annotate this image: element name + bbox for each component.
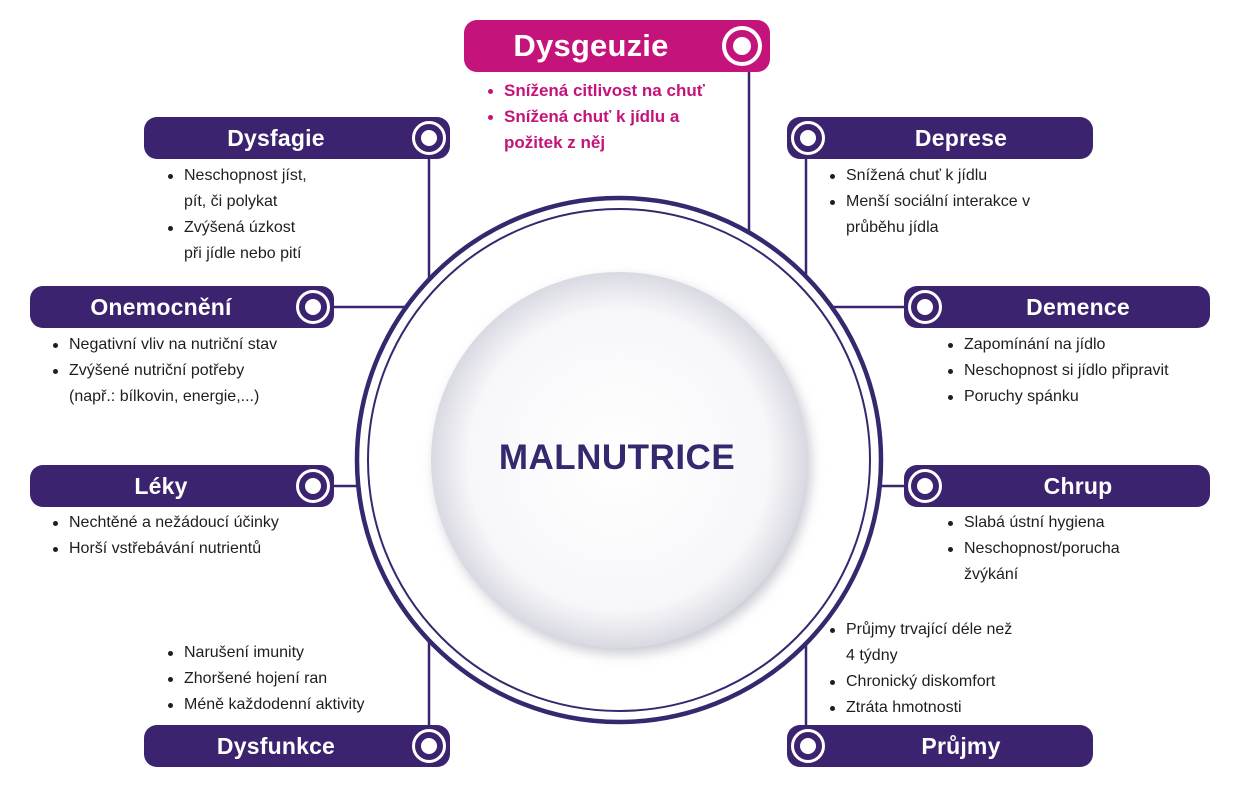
list-item: Horší vstřebávání nutrientů [53, 536, 353, 562]
list-item: Ztráta hmotnosti [830, 695, 1090, 721]
list-item: Neschopnost/porucha žvýkání [948, 536, 1218, 588]
list-item: Slabá ústní hygiena [948, 510, 1218, 536]
target-icon [296, 469, 330, 503]
node-title: Dysfagie [227, 124, 325, 151]
node-demence-list: Zapomínání na jídlo Neschopnost si jídlo… [948, 332, 1233, 410]
node-deprese[interactable]: Deprese [787, 117, 1093, 159]
node-leky-list: Nechtěné a nežádoucí účinky Horší vstřeb… [53, 510, 353, 562]
list-item: Neschopnost jíst, pít, či polykat [168, 163, 368, 215]
target-icon [412, 121, 446, 155]
list-item: Nechtěné a nežádoucí účinky [53, 510, 353, 536]
list-item: Snížená citlivost na chuť [488, 78, 748, 104]
node-chrup-list: Slabá ústní hygiena Neschopnost/porucha … [948, 510, 1218, 588]
list-item: Narušení imunity [168, 640, 408, 666]
node-title: Onemocnění [90, 293, 232, 320]
list-item: Poruchy spánku [948, 384, 1233, 410]
node-chrup[interactable]: Chrup [904, 465, 1210, 507]
target-icon [791, 121, 825, 155]
target-icon [296, 290, 330, 324]
node-dysfunkce[interactable]: Dysfunkce [144, 725, 450, 767]
node-title: Demence [1026, 293, 1130, 320]
target-icon [908, 469, 942, 503]
list-item: Menší sociální interakce v průběhu jídla [830, 189, 1090, 241]
list-item: Zvýšená úzkost při jídle nebo pití [168, 215, 368, 267]
list-item: Snížená chuť k jídlu [830, 163, 1090, 189]
node-deprese-list: Snížená chuť k jídlu Menší sociální inte… [830, 163, 1090, 241]
node-dysfagie-list: Neschopnost jíst, pít, či polykat Zvýšen… [168, 163, 368, 267]
node-demence[interactable]: Demence [904, 286, 1210, 328]
node-prujmy[interactable]: Průjmy [787, 725, 1093, 767]
list-item: Zapomínání na jídlo [948, 332, 1233, 358]
list-item: Neschopnost si jídlo připravit [948, 358, 1233, 384]
node-title: Průjmy [921, 732, 1001, 759]
list-item: Zvýšené nutriční potřeby (např.: bílkovi… [53, 358, 353, 410]
target-icon [722, 26, 762, 66]
node-dysfagie[interactable]: Dysfagie [144, 117, 450, 159]
inner-disc [431, 272, 807, 648]
target-icon [908, 290, 942, 324]
list-item: Negativní vliv na nutriční stav [53, 332, 353, 358]
node-prujmy-list: Průjmy trvající déle než 4 týdny Chronic… [830, 617, 1090, 721]
node-dysgeuzie-list: Snížená citlivost na chuť Snížená chuť k… [488, 78, 748, 156]
list-item: Snížená chuť k jídlu a požitek z něj [488, 104, 748, 156]
list-item: Zhoršené hojení ran [168, 666, 408, 692]
list-item: Méně každodenní aktivity [168, 692, 408, 718]
node-dysfunkce-list: Narušení imunity Zhoršené hojení ran Mén… [168, 640, 408, 718]
target-icon [791, 729, 825, 763]
node-title: Chrup [1043, 472, 1113, 499]
node-title: Deprese [914, 124, 1008, 151]
node-title: Dysfunkce [216, 732, 336, 759]
node-title: Dysgeuzie [513, 28, 669, 63]
list-item: Chronický diskomfort [830, 669, 1090, 695]
center-title: MALNUTRICE [498, 438, 736, 477]
node-onemocneni-list: Negativní vliv na nutriční stav Zvýšené … [53, 332, 353, 410]
target-icon [412, 729, 446, 763]
node-dysgeuzie[interactable]: Dysgeuzie [464, 20, 770, 72]
node-leky[interactable]: Léky [30, 465, 334, 507]
node-onemocneni[interactable]: Onemocnění [30, 286, 334, 328]
list-item: Průjmy trvající déle než 4 týdny [830, 617, 1090, 669]
node-title: Léky [134, 472, 188, 499]
